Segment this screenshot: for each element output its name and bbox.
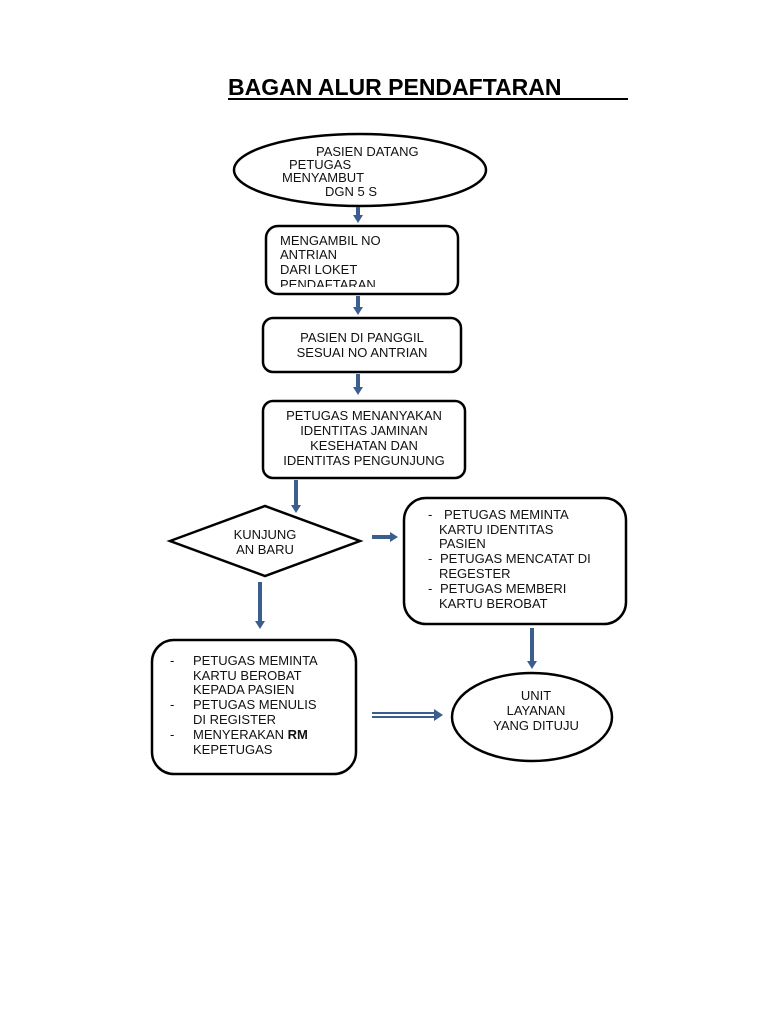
step1-line: MENGAMBIL NO [280,233,381,248]
arrow-right [372,709,443,721]
start-line: PASIEN DATANG [316,144,419,159]
bullet: - [428,551,432,566]
step2-line: PASIEN DI PANGGIL [300,330,424,345]
start-line: PETUGAS [289,157,351,172]
bullet: - [428,581,432,596]
new-visit-line: PETUGAS MEMINTA [444,507,569,522]
old-visit-line: KARTU BEROBAT [193,668,302,683]
bullet: - [170,697,174,712]
end-node: UNIT LAYANAN YANG DITUJU [450,671,614,763]
decision-new-visit: KUNJUNG AN BARU [166,504,364,578]
decision-line: AN BARU [236,542,294,557]
old-visit-line: DI REGISTER [193,712,276,727]
old-visit-line: KEPADA PASIEN [193,682,294,697]
step1-line: ANTRIAN [280,247,337,262]
arrow-down [255,582,265,629]
arrow-down [527,628,537,669]
bullet: - [170,727,174,742]
step-ask-identity: PETUGAS MENANYAKAN IDENTITAS JAMINAN KES… [261,399,467,480]
new-visit-line: PETUGAS MENCATAT DI [440,551,591,566]
step3-line: IDENTITAS JAMINAN [300,423,428,438]
step-patient-called: PASIEN DI PANGGIL SESUAI NO ANTRIAN [261,316,463,374]
end-line: LAYANAN [507,703,566,718]
step2-line: SESUAI NO ANTRIAN [297,345,428,360]
arrow-down [353,374,363,395]
arrow-down [291,480,301,513]
step1-line: DARI LOKET [280,262,357,277]
end-line: UNIT [521,688,551,703]
start-line: DGN 5 S [325,184,377,199]
old-visit-line: PETUGAS MENULIS [193,697,317,712]
new-visit-line: PETUGAS MEMBERI [440,581,566,596]
arrow-right [372,532,398,542]
old-visit-line-bold: RM [288,727,308,742]
arrow-down [353,207,363,223]
svg-text:MENYERAKAN RM: MENYERAKAN RM [193,727,308,742]
page-title: BAGAN ALUR PENDAFTARAN [228,74,561,100]
end-line: YANG DITUJU [493,718,579,733]
step3-line: PETUGAS MENANYAKAN [286,408,442,423]
old-visit-line: MENYERAKAN [193,727,288,742]
start-line: MENYAMBUT [282,170,364,185]
new-visit-line: KARTU IDENTITAS [439,522,554,537]
new-visit-line: REGESTER [439,566,511,581]
new-visit-box: - PETUGAS MEMINTA KARTU IDENTITAS PASIEN… [402,496,628,626]
decision-line: KUNJUNG [234,527,297,542]
new-visit-line: KARTU BEROBAT [439,596,548,611]
bullet: - [428,507,432,522]
step-take-queue-number: MENGAMBIL NO ANTRIAN DARI LOKET PENDAFTA… [264,224,460,296]
step3-line: IDENTITAS PENGUNJUNG [283,453,445,468]
returning-visit-box: - PETUGAS MEMINTA KARTU BEROBAT KEPADA P… [150,638,358,776]
step3-line: KESEHATAN DAN [310,438,418,453]
new-visit-line: PASIEN [439,536,486,551]
old-visit-line: PETUGAS MEMINTA [193,653,318,668]
start-node: PASIEN DATANG PETUGAS MENYAMBUT DGN 5 S [232,132,488,208]
bullet: - [170,653,174,668]
step1-line: PENDAFTARAN [280,277,376,292]
arrow-down [353,296,363,315]
old-visit-line: KEPETUGAS [193,742,273,757]
